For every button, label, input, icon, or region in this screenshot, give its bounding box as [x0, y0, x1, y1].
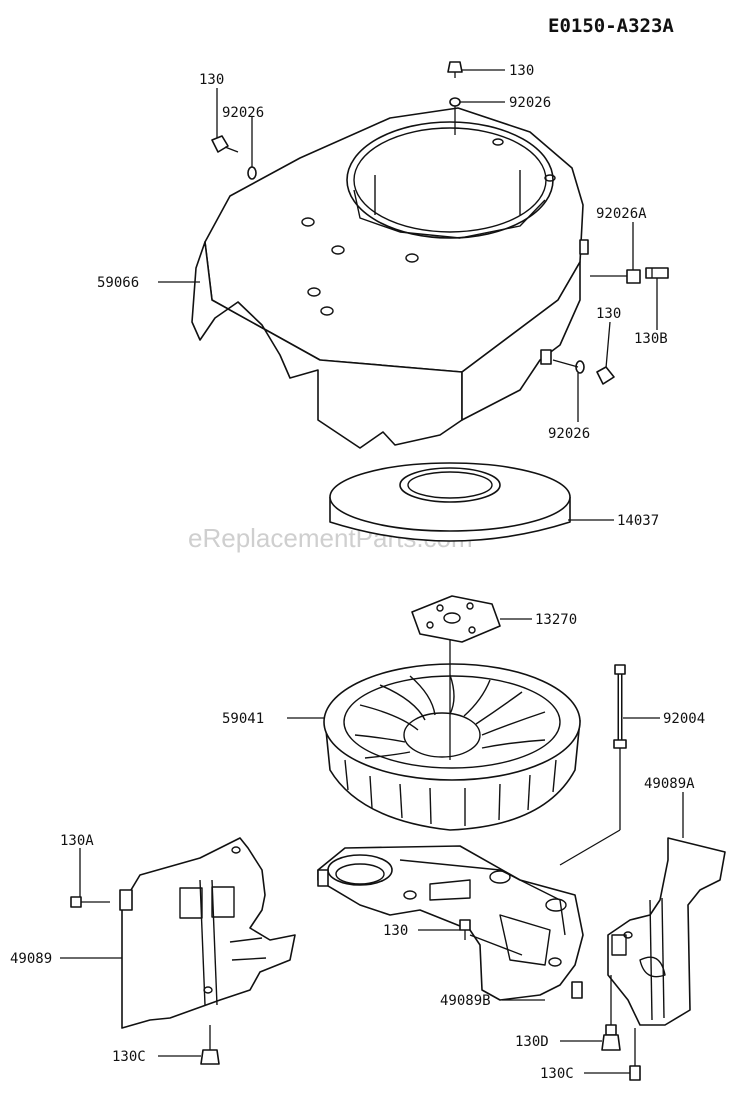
callout-59066[interactable]: 59066	[97, 275, 139, 291]
callout-92026A[interactable]: 92026A	[596, 206, 647, 222]
callout-14037[interactable]: 14037	[617, 513, 659, 529]
callout-92026-right[interactable]: 92026	[548, 426, 590, 442]
callout-59041[interactable]: 59041	[222, 711, 264, 727]
collar-92026A[interactable]	[626, 269, 641, 284]
callout-92026-top-center[interactable]: 92026	[509, 95, 551, 111]
bolt-130-top-center[interactable]	[447, 61, 463, 78]
callout-92026-top-left[interactable]: 92026	[222, 105, 264, 121]
callout-130C-right[interactable]: 130C	[540, 1066, 574, 1082]
baffle-49089A[interactable]	[607, 837, 726, 1026]
collar-92026-top-left[interactable]	[247, 166, 257, 180]
cooling-fan-59041[interactable]	[323, 663, 581, 831]
callout-92004[interactable]: 92004	[663, 711, 705, 727]
baffle-49089[interactable]	[119, 837, 296, 1029]
callout-130D[interactable]: 130D	[515, 1034, 549, 1050]
callout-130C-left[interactable]: 130C	[112, 1049, 146, 1065]
bolt-130A[interactable]	[70, 896, 110, 908]
bolt-130D[interactable]	[601, 1024, 621, 1051]
callout-130-top-center[interactable]: 130	[509, 63, 534, 79]
bolt-130B[interactable]	[645, 267, 669, 279]
bolt-130C-right[interactable]	[629, 1065, 641, 1081]
callout-130-top-left[interactable]: 130	[199, 72, 224, 88]
stud-92004[interactable]	[613, 664, 627, 749]
air-guide-disc-14037[interactable]	[329, 462, 571, 542]
callout-130-right[interactable]: 130	[596, 306, 621, 322]
bolt-130-right[interactable]	[596, 366, 615, 385]
bolt-130-center[interactable]	[459, 919, 471, 940]
callout-130A[interactable]: 130A	[60, 833, 94, 849]
blower-housing-59066[interactable]	[191, 107, 589, 449]
callout-130-center[interactable]: 130	[383, 923, 408, 939]
callout-49089[interactable]: 49089	[10, 951, 52, 967]
diagram-code: E0150-A323A	[548, 15, 674, 37]
bolt-130C-left[interactable]	[200, 1025, 220, 1065]
callout-49089A[interactable]: 49089A	[644, 776, 695, 792]
plate-13270[interactable]	[411, 595, 501, 643]
collar-92026-top-center[interactable]	[449, 97, 461, 107]
bolt-130-top-left[interactable]	[211, 135, 239, 153]
leader-lines	[60, 69, 684, 1074]
callout-49089B[interactable]: 49089B	[440, 993, 491, 1009]
callout-13270[interactable]: 13270	[535, 612, 577, 628]
baffle-49089B[interactable]	[317, 845, 584, 1001]
callout-130B[interactable]: 130B	[634, 331, 668, 347]
